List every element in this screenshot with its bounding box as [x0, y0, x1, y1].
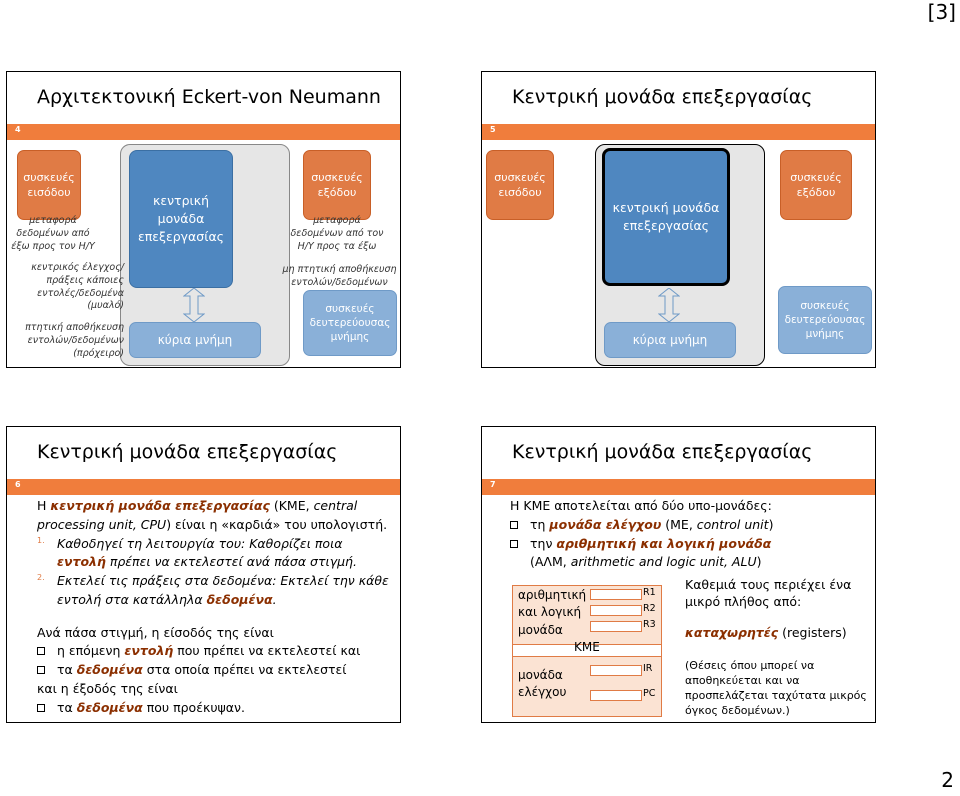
volatile-note: πτητική αποθήκευση εντολών/δεδομένων (πρ… [25, 322, 124, 359]
page-label: [3] [927, 0, 956, 24]
input-devices-box: συσκευές εισόδου [17, 150, 81, 220]
list-item: 2.Εκτελεί τις πράξεις στα δεδομένα: Εκτε… [37, 573, 389, 607]
input-note: μεταφορά δεδομένων από έξω προς τον Η/Υ [11, 215, 95, 252]
list-item: την αριθμητική και λογική μονάδα [510, 535, 870, 554]
list-item: η επόμενη εντολή που πρέπει να εκτελεστε… [37, 642, 392, 661]
paragraph-cpu: Η κεντρική μονάδα επεξεργασίας (ΚΜΕ, cen… [37, 498, 388, 532]
register-ir-label: IR [643, 663, 653, 674]
slide-number-bar: 4 [7, 124, 400, 140]
register-ir [590, 665, 642, 676]
slide-number-bar: 7 [482, 479, 875, 495]
slide-4: Αρχιτεκτονική Eckert-von Neumann 4 συσκε… [6, 71, 401, 368]
slide-title: Κεντρική μονάδα επεξεργασίας [37, 441, 338, 463]
output-devices-box: συσκευές εξόδου [303, 150, 371, 220]
slide-body: Η ΚΜΕ αποτελείται από δύο υπο-μονάδες: τ… [510, 497, 870, 572]
list-item: 1.Καθοδηγεί τη λειτουργία του: Καθορίζει… [37, 535, 357, 570]
input-devices-box: συσκευές εισόδου [486, 150, 554, 220]
register-r1-label: R1 [643, 587, 656, 598]
page-number: 2 [941, 768, 954, 792]
register-r1 [590, 589, 642, 600]
control-note: κεντρικός έλεγχος/πράξεις κάποιες εντολέ… [31, 262, 124, 312]
list-item: τη μονάδα ελέγχου (ΜΕ, control unit) [510, 516, 870, 535]
slide-number: 7 [490, 480, 496, 489]
cpu-memory-arrow [183, 288, 205, 322]
secondary-memory-box: συσκευές δευτερεύουσας μνήμης [778, 286, 872, 354]
square-bullet-icon [37, 666, 45, 674]
slide-number: 4 [15, 125, 21, 134]
square-bullet-icon [37, 703, 45, 712]
register-pc [590, 690, 642, 701]
output-devices-box: συσκευές εξόδου [780, 150, 852, 220]
registers-term: καταχωρητές (registers) [685, 625, 847, 640]
control-unit-label: μονάδα ελέγχου [518, 668, 567, 700]
slide-title: Κεντρική μονάδα επεξεργασίας [512, 86, 813, 108]
cpu-memory-arrow [658, 288, 680, 322]
paragraph-io: Ανά πάσα στιγμή, η είσοδός της είναι [37, 624, 274, 640]
square-bullet-icon [510, 539, 518, 548]
secondary-memory-box: συσκευές δευτερεύουσας μνήμης [303, 290, 397, 356]
slide-7: Κεντρική μονάδα επεξεργασίας 7 Η ΚΜΕ απο… [481, 426, 876, 723]
paragraph-intro: Η ΚΜΕ αποτελείται από δύο υπο-μονάδες: [510, 498, 772, 513]
slide-number-bar: 6 [7, 479, 400, 495]
slide-number: 6 [15, 480, 21, 489]
slide-number-bar: 5 [482, 124, 875, 140]
cpu-box: κεντρική μονάδα επεξεργασίας [602, 148, 730, 286]
slide-body: Η κεντρική μονάδα επεξεργασίας (ΚΜΕ, cen… [37, 497, 392, 717]
registers-intro: Καθεμιά τους περιέχει ένα μικρό πλήθος α… [685, 577, 852, 609]
register-r3 [590, 621, 642, 632]
slide-title: Αρχιτεκτονική Eckert-von Neumann [37, 86, 381, 108]
list-item: τα δεδομένα που προέκυψαν. [37, 699, 392, 718]
main-memory-box: κύρια μνήμη [129, 322, 261, 358]
paragraph-output: και η έξοδός της είναι [37, 680, 178, 696]
slide-title: Κεντρική μονάδα επεξεργασίας [512, 441, 813, 463]
cpu-box: κεντρική μονάδα επεξεργασίας [129, 150, 233, 288]
output-note: μεταφορά δεδομένων από τον Η/Υ προς τα έ… [290, 215, 384, 252]
square-bullet-icon [37, 647, 45, 656]
kme-label: ΚΜΕ [574, 640, 600, 654]
registers-explanation: (Θέσεις όπου μπορεί να αποθηκεύεται και … [685, 659, 867, 717]
list-item-continuation: (ΑΛΜ, arithmetic and logic unit, ALU) [530, 554, 762, 570]
register-r3-label: R3 [643, 619, 656, 630]
slide-6: Κεντρική μονάδα επεξεργασίας 6 Η κεντρικ… [6, 426, 401, 723]
square-bullet-icon [510, 520, 518, 529]
alu-label: αριθμητική και λογική μονάδα [518, 588, 587, 637]
register-pc-label: PC [643, 688, 656, 699]
register-r2-label: R2 [643, 603, 656, 614]
main-memory-box: κύρια μνήμη [604, 322, 736, 358]
slide-number: 5 [490, 125, 496, 134]
register-r2 [590, 605, 642, 616]
slide-5: Κεντρική μονάδα επεξεργασίας 5 συσκευές … [481, 71, 876, 368]
list-item: τα δεδομένα στα οποία πρέπει να εκτελεστ… [37, 661, 392, 680]
